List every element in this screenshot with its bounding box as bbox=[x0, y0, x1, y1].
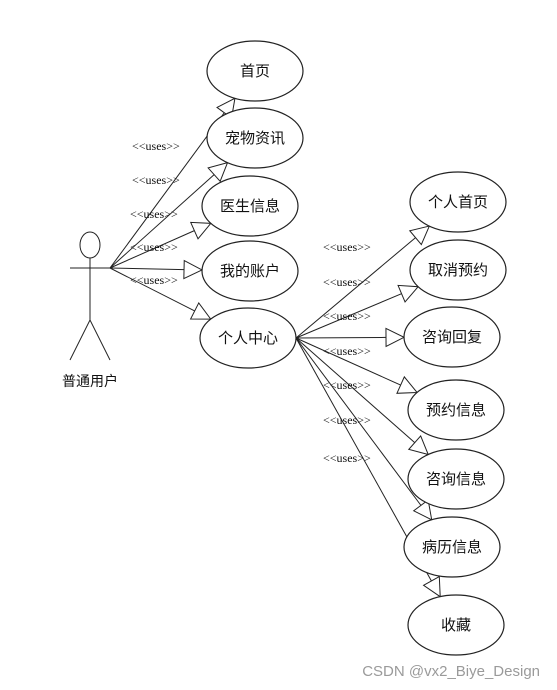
assoc-uc-cancel-booking-arrowhead bbox=[397, 284, 420, 303]
actor: 普通用户 bbox=[62, 231, 118, 390]
assoc-uc-personal-center-stereotype: <<uses>> bbox=[130, 273, 178, 287]
assoc-uc-doctor-info-arrowhead bbox=[189, 221, 212, 240]
uc-pet-news-ellipse bbox=[206, 107, 304, 169]
assoc-uc-consult-info-line bbox=[295, 337, 416, 444]
actor-associations: <<uses>> <<uses>> <<uses>> <<uses>> <<uses>> bbox=[109, 97, 236, 320]
uc-pet-news: 宠物资讯 bbox=[206, 107, 304, 169]
assoc-uc-pet-news-stereotype: <<uses>> bbox=[132, 173, 180, 187]
uc-personal-center-ellipse bbox=[199, 307, 297, 369]
assoc-uc-consult-info-stereotype: <<uses>> bbox=[323, 378, 371, 392]
personal-center-associations: <<uses>> <<uses>> <<uses>> <<uses>> <<uses>>… bbox=[295, 225, 441, 598]
uc-personal-home-label: 个人首页 bbox=[428, 193, 488, 211]
assoc-uc-cancel-booking-stereotype: <<uses>> bbox=[323, 275, 371, 289]
assoc-uc-personal-center-line bbox=[109, 267, 195, 312]
uc-personal-center: 个人中心 bbox=[199, 307, 297, 369]
assoc-uc-consult-reply-arrowhead bbox=[385, 327, 406, 348]
uc-booking-info-label: 预约信息 bbox=[426, 401, 486, 419]
assoc-uc-consult-reply-stereotype: <<uses>> bbox=[323, 309, 371, 323]
uc-home-ellipse bbox=[206, 40, 304, 102]
uc-favorites-ellipse bbox=[407, 594, 505, 656]
actor-right-leg bbox=[89, 319, 111, 361]
assoc-uc-personal-home-line bbox=[295, 237, 416, 339]
uc-cancel-booking: 取消预约 bbox=[409, 239, 507, 301]
actor-label: 普通用户 bbox=[62, 373, 118, 390]
assoc-uc-medical-record-line bbox=[295, 337, 422, 506]
assoc-uc-personal-home-stereotype: <<uses>> bbox=[323, 240, 371, 254]
assoc-uc-my-account-line bbox=[109, 267, 185, 271]
assoc-uc-consult-reply-line bbox=[295, 336, 387, 339]
uc-favorites: 收藏 bbox=[407, 594, 505, 656]
uc-pet-news-label: 宠物资讯 bbox=[225, 129, 285, 147]
uc-medical-record: 病历信息 bbox=[403, 516, 501, 578]
assoc-uc-home-line bbox=[109, 112, 225, 269]
assoc-uc-home-stereotype: <<uses>> bbox=[132, 139, 180, 153]
uc-consult-info-label: 咨询信息 bbox=[426, 470, 486, 488]
uc-personal-home: 个人首页 bbox=[409, 171, 507, 233]
assoc-uc-personal-center-arrowhead bbox=[189, 301, 212, 320]
assoc-uc-booking-info-line bbox=[295, 337, 401, 386]
uc-personal-center-label: 个人中心 bbox=[218, 329, 278, 347]
uc-doctor-info-label: 医生信息 bbox=[220, 197, 280, 215]
uc-consult-info-ellipse bbox=[407, 448, 505, 510]
uc-booking-info: 预约信息 bbox=[407, 379, 505, 441]
actor-left-leg bbox=[69, 319, 91, 361]
uc-home-label: 首页 bbox=[240, 62, 270, 80]
assoc-uc-booking-info-stereotype: <<uses>> bbox=[323, 344, 371, 358]
uc-personal-home-ellipse bbox=[409, 171, 507, 233]
uc-consult-reply: 咨询回复 bbox=[403, 306, 501, 368]
assoc-uc-personal-home-arrowhead bbox=[408, 225, 431, 246]
assoc-uc-doctor-info-stereotype: <<uses>> bbox=[130, 207, 178, 221]
assoc-uc-medical-record-arrowhead bbox=[412, 499, 433, 521]
assoc-uc-booking-info-arrowhead bbox=[396, 375, 419, 394]
uc-booking-info-ellipse bbox=[407, 379, 505, 441]
assoc-uc-favorites-arrowhead bbox=[422, 575, 441, 598]
uc-consult-reply-ellipse bbox=[403, 306, 501, 368]
actor-head bbox=[79, 231, 101, 259]
uc-my-account-ellipse bbox=[201, 240, 299, 302]
uc-consult-info: 咨询信息 bbox=[407, 448, 505, 510]
uc-home: 首页 bbox=[206, 40, 304, 102]
assoc-uc-consult-info-arrowhead bbox=[407, 434, 430, 456]
assoc-uc-favorites-stereotype: <<uses>> bbox=[323, 451, 371, 465]
assoc-uc-my-account-arrowhead bbox=[183, 259, 204, 280]
uc-cancel-booking-ellipse bbox=[409, 239, 507, 301]
uc-medical-record-label: 病历信息 bbox=[422, 538, 482, 556]
assoc-uc-pet-news-arrowhead bbox=[207, 161, 229, 183]
assoc-uc-medical-record-stereotype: <<uses>> bbox=[323, 413, 371, 427]
uc-favorites-label: 收藏 bbox=[441, 616, 471, 634]
assoc-uc-cancel-booking-line bbox=[295, 293, 402, 339]
assoc-uc-my-account-stereotype: <<uses>> bbox=[130, 240, 178, 254]
uc-my-account-label: 我的账户 bbox=[220, 262, 280, 280]
uc-consult-reply-label: 咨询回复 bbox=[422, 328, 482, 346]
uc-medical-record-ellipse bbox=[403, 516, 501, 578]
uc-doctor-info-ellipse bbox=[201, 175, 299, 237]
assoc-uc-pet-news-line bbox=[109, 174, 215, 269]
uc-cancel-booking-label: 取消预约 bbox=[428, 261, 488, 279]
uc-doctor-info: 医生信息 bbox=[201, 175, 299, 237]
watermark: CSDN @vx2_Biye_Design bbox=[362, 663, 540, 680]
uc-my-account: 我的账户 bbox=[201, 240, 299, 302]
assoc-uc-doctor-info-line bbox=[109, 230, 195, 269]
